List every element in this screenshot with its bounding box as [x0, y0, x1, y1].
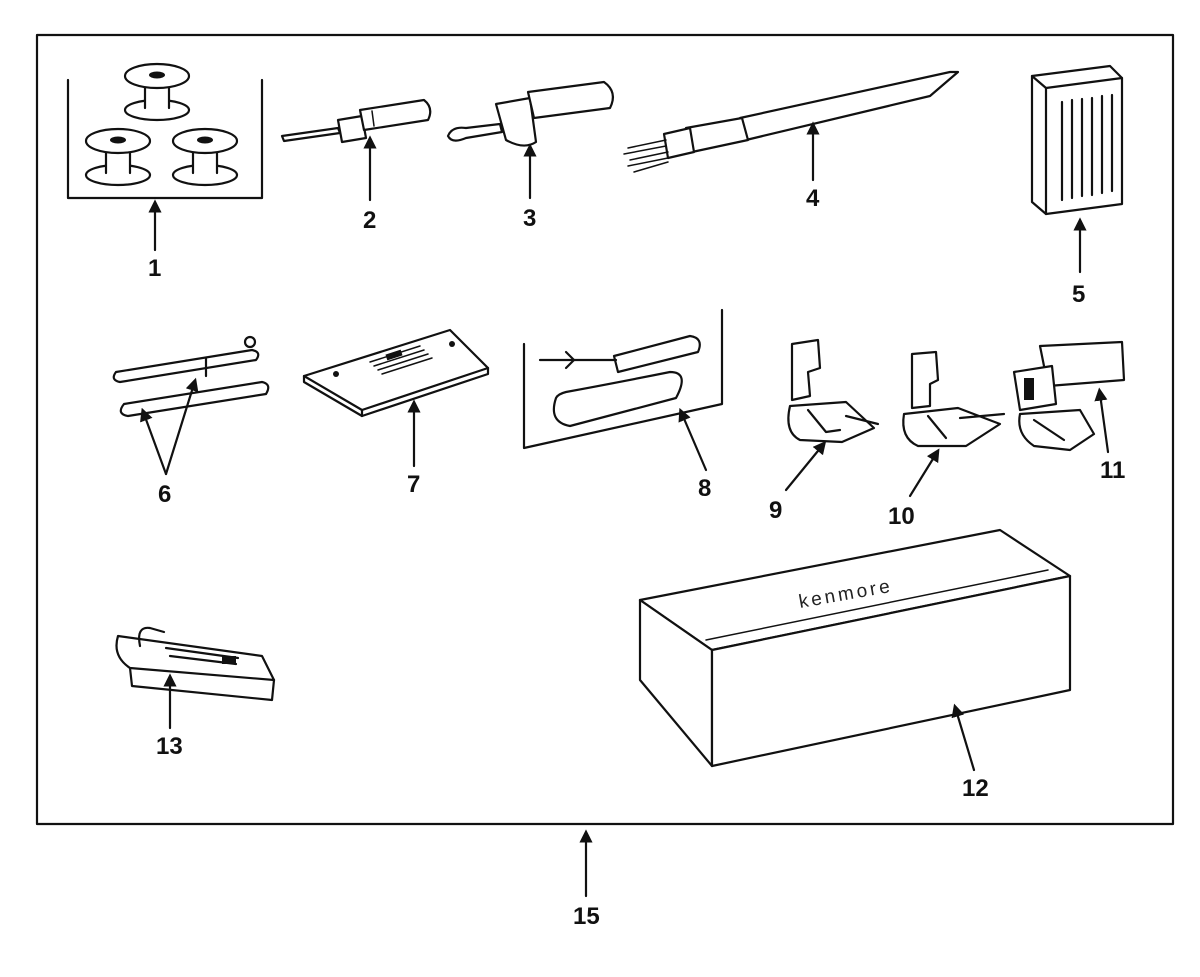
label-6: 6 — [158, 481, 171, 508]
leader-6 — [140, 377, 199, 476]
presser-foot-9-illustration — [787, 338, 880, 444]
presser-foot-10-illustration — [902, 350, 1006, 448]
presser-foot-11-illustration — [1012, 340, 1126, 452]
label-2: 2 — [363, 207, 376, 234]
label-12: 12 — [962, 775, 989, 802]
bobbins-illustration — [66, 62, 264, 200]
accessory-box-illustration: kenmore — [638, 528, 1072, 768]
leader-10 — [908, 448, 940, 498]
label-5: 5 — [1072, 281, 1085, 308]
small-screwdriver-illustration — [280, 98, 432, 144]
diagram-frame — [35, 33, 1175, 826]
needle-pack-illustration — [1030, 64, 1124, 216]
label-10: 10 — [888, 503, 915, 530]
label-4: 4 — [806, 185, 820, 212]
seam-ripper-card-illustration — [522, 308, 724, 450]
label-11: 11 — [1100, 457, 1125, 484]
needle-plate-illustration — [302, 328, 490, 418]
label-1: 1 — [148, 255, 161, 282]
leader-8 — [678, 407, 708, 472]
label-8: 8 — [698, 475, 711, 502]
buttonhole-foot-illustration — [115, 626, 276, 702]
leader-11 — [1094, 387, 1110, 454]
label-15: 15 — [573, 903, 600, 930]
label-3: 3 — [523, 205, 536, 232]
label-13: 13 — [156, 733, 183, 760]
label-7: 7 — [407, 471, 420, 498]
leader-9 — [784, 440, 827, 492]
label-9: 9 — [769, 497, 782, 524]
large-screwdriver-illustration — [446, 80, 615, 147]
spool-pins-illustration — [112, 335, 270, 418]
lint-brush-illustration — [623, 70, 960, 173]
leader-12 — [951, 703, 976, 772]
